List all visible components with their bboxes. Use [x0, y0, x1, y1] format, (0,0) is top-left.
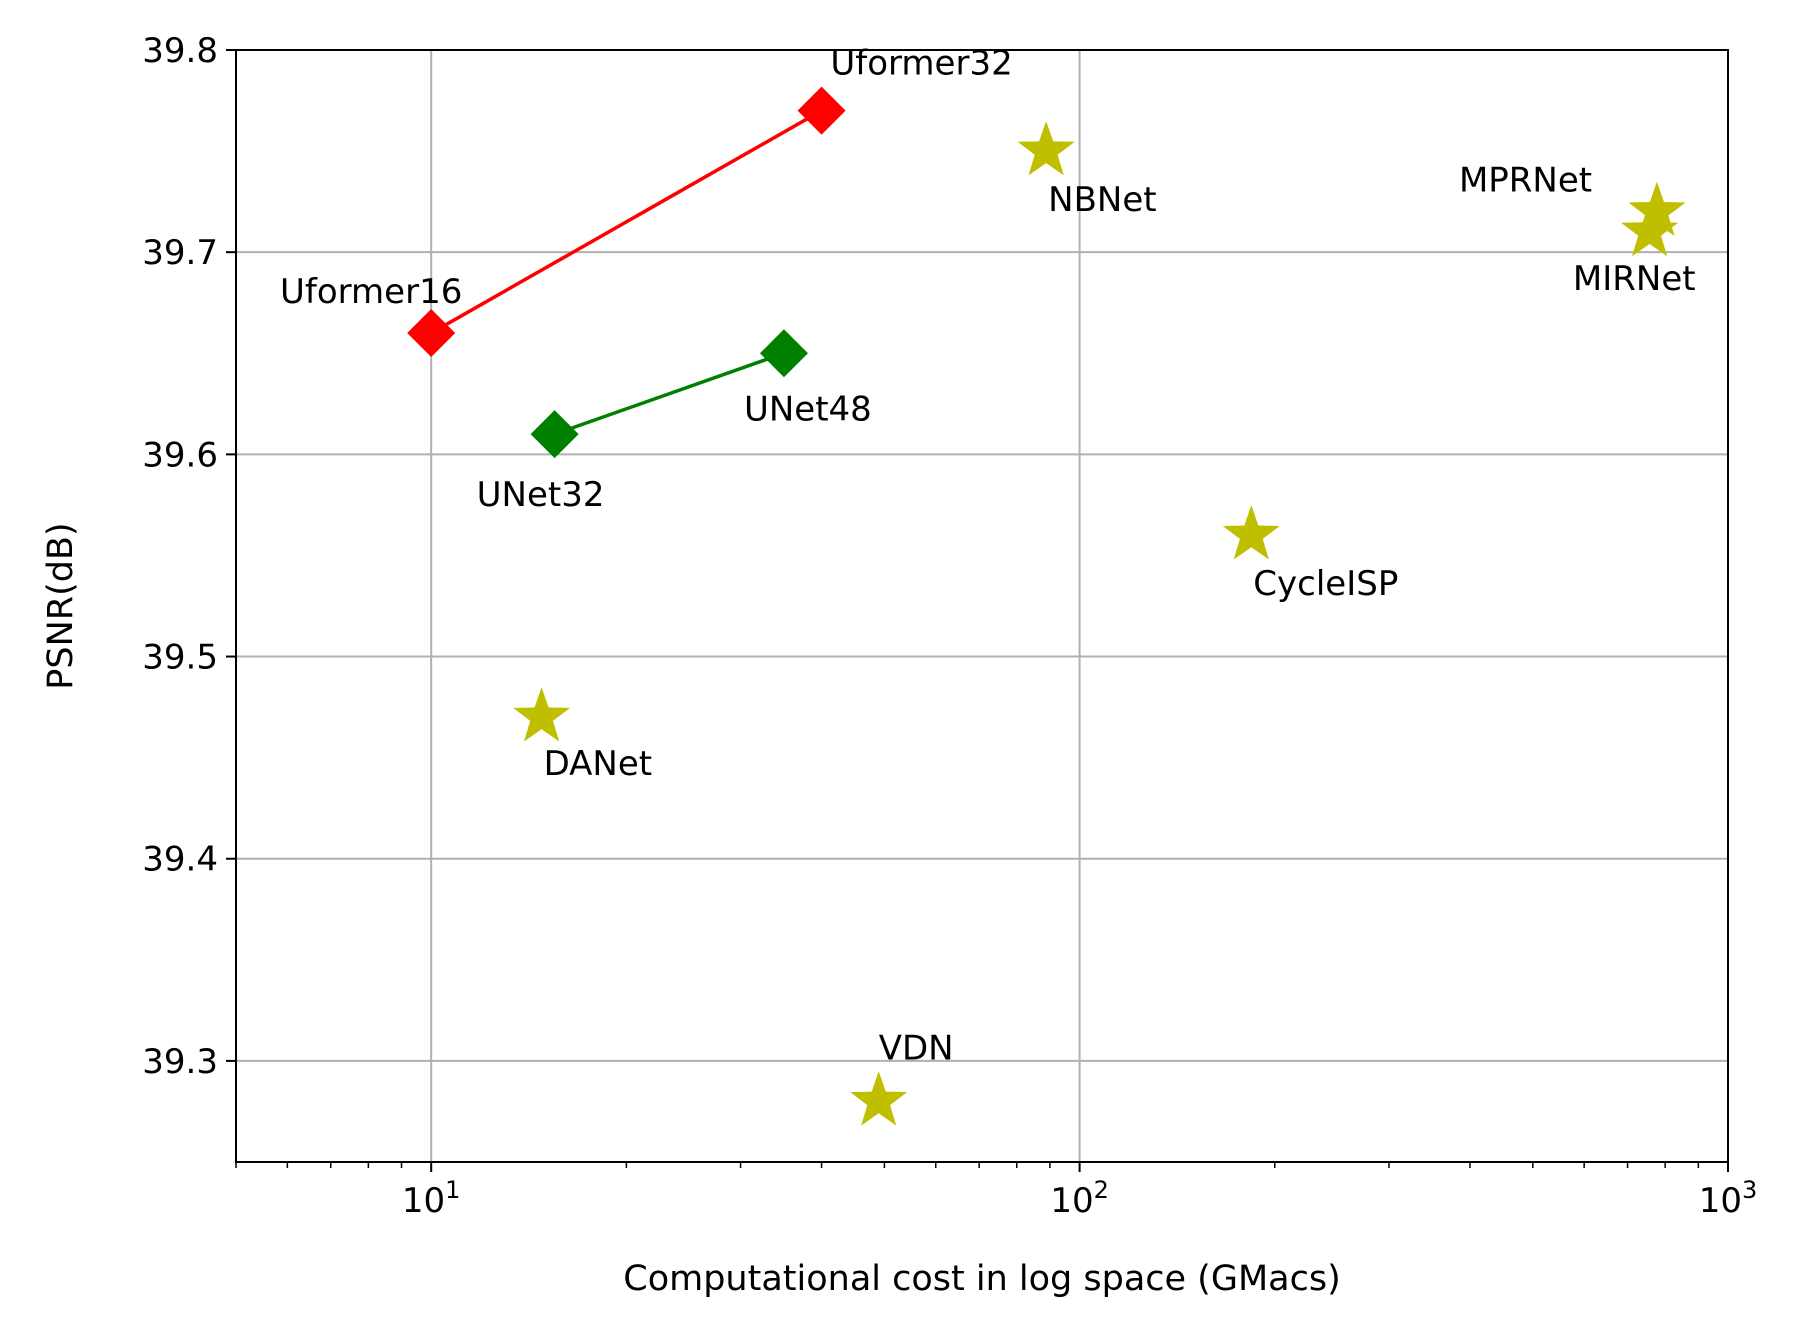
mprnet-marker	[1628, 181, 1686, 236]
cycleisp-marker	[1222, 505, 1280, 560]
mirnet-marker	[1621, 202, 1679, 257]
mprnet-label: MPRNet	[1459, 161, 1592, 201]
y-tick-label: 39.8	[142, 31, 218, 71]
data-markers	[407, 86, 1686, 1126]
x-axis-label: Computational cost in log space (GMacs)	[623, 1259, 1340, 1299]
x-tick-label: 103	[1699, 1176, 1758, 1221]
series-lines	[430, 109, 823, 436]
x-tick-label-exponent: 3	[1742, 1176, 1757, 1204]
mirnet-label: MIRNet	[1573, 259, 1696, 299]
plot-frame	[235, 49, 1729, 1163]
x-tick-label: 101	[402, 1176, 461, 1221]
y-axis-label: PSNR(dB)	[41, 522, 81, 689]
cycleisp-label: CycleISP	[1253, 564, 1398, 604]
danet-label: DANet	[544, 744, 653, 784]
grid	[236, 49, 1729, 1162]
x-tick-label-base: 10	[402, 1181, 445, 1221]
y-tick-label: 39.4	[142, 840, 218, 880]
vdn-marker	[850, 1071, 908, 1126]
axis-ticks	[226, 49, 1729, 1172]
y-tick-label: 39.5	[142, 638, 218, 678]
x-tick-label: 102	[1050, 1176, 1109, 1221]
x-tick-label-exponent: 2	[1094, 1176, 1109, 1204]
x-tick-label-exponent: 1	[445, 1176, 460, 1204]
uformer16-label: Uformer16	[280, 272, 462, 312]
unet48-marker	[759, 329, 808, 378]
y-tick-label: 39.7	[142, 233, 218, 273]
x-tick-label-base: 10	[1699, 1181, 1742, 1221]
uformer16-marker	[407, 309, 456, 358]
vdn-label: VDN	[879, 1028, 954, 1068]
nbnet-marker	[1017, 121, 1075, 176]
unet48-label: UNet48	[744, 389, 872, 429]
unet32-marker	[530, 410, 579, 459]
unet32-label: UNet32	[477, 475, 605, 515]
y-tick-label: 39.3	[142, 1042, 218, 1082]
nbnet-label: NBNet	[1048, 180, 1156, 220]
danet-marker	[513, 687, 571, 742]
unet-line	[554, 351, 785, 436]
y-tick-label: 39.6	[142, 435, 218, 475]
uformer-line	[430, 109, 823, 335]
x-tick-label-base: 10	[1050, 1181, 1093, 1221]
uformer32-marker	[797, 86, 846, 135]
